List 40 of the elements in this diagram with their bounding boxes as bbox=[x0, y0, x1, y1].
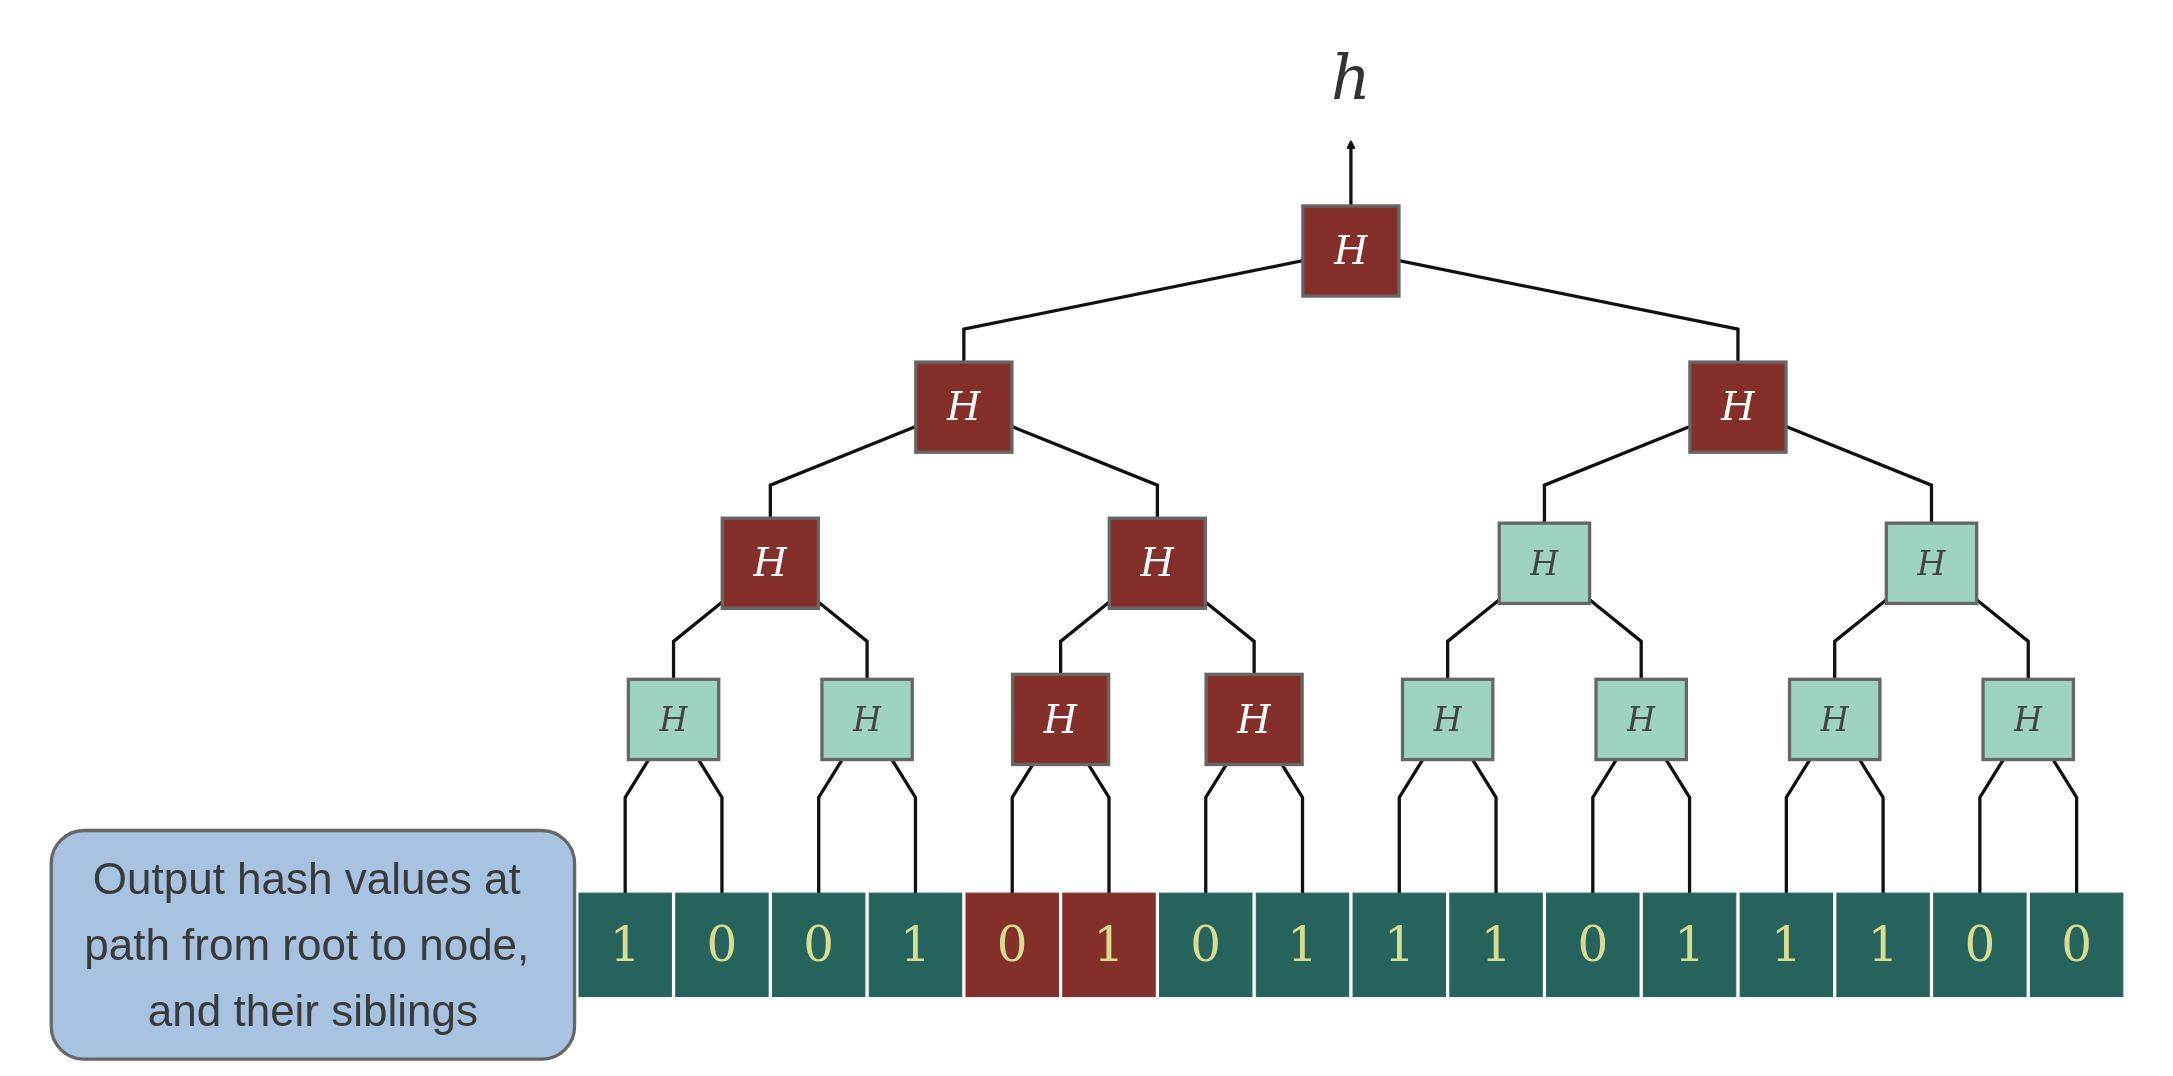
node-box: H bbox=[1300, 204, 1401, 298]
node-box: 0 bbox=[2029, 892, 2123, 998]
node-box: 0 bbox=[674, 892, 769, 998]
node-box: 1 bbox=[1739, 892, 1833, 998]
node-box: 0 bbox=[771, 892, 865, 998]
node-box: H bbox=[1687, 360, 1788, 454]
node-box: 1 bbox=[1255, 892, 1349, 998]
node-box: H bbox=[1980, 677, 2075, 762]
connector bbox=[1975, 598, 2030, 680]
node-text: h bbox=[1330, 42, 1371, 114]
node-box: 1 bbox=[1061, 892, 1156, 998]
node-box: H bbox=[1010, 672, 1110, 767]
node-box: H bbox=[1787, 677, 1882, 762]
node-box: H bbox=[819, 677, 914, 762]
node-box: 0 bbox=[1545, 892, 1640, 998]
node-box: 1 bbox=[1642, 892, 1736, 998]
connector bbox=[671, 600, 723, 680]
node-box: 1 bbox=[1352, 892, 1446, 998]
node-box: H bbox=[1400, 677, 1494, 762]
node-box: 0 bbox=[1932, 892, 2027, 998]
node-box: H bbox=[913, 360, 1014, 454]
node-box: H bbox=[1884, 521, 1978, 606]
node-box: 1 bbox=[1835, 892, 1930, 998]
node-box: 1 bbox=[868, 892, 962, 998]
connector bbox=[1058, 600, 1110, 675]
node-box: 1 bbox=[577, 892, 672, 998]
node-box: H bbox=[1203, 672, 1304, 767]
node-box: 0 bbox=[965, 892, 1059, 998]
node-box: Output hash values at path from root to node, and their siblings bbox=[49, 828, 576, 1061]
node-box: H bbox=[626, 677, 720, 762]
node-box: H bbox=[1107, 516, 1207, 610]
node-box: H bbox=[1497, 521, 1591, 606]
node-box: H bbox=[720, 516, 820, 610]
connector bbox=[1588, 598, 1643, 680]
connector bbox=[1445, 598, 1500, 680]
node-box: 1 bbox=[1448, 892, 1543, 998]
node-box: 0 bbox=[1158, 892, 1252, 998]
connector bbox=[1832, 598, 1887, 680]
arrow bbox=[1345, 139, 1356, 206]
node-box: H bbox=[1593, 677, 1688, 762]
